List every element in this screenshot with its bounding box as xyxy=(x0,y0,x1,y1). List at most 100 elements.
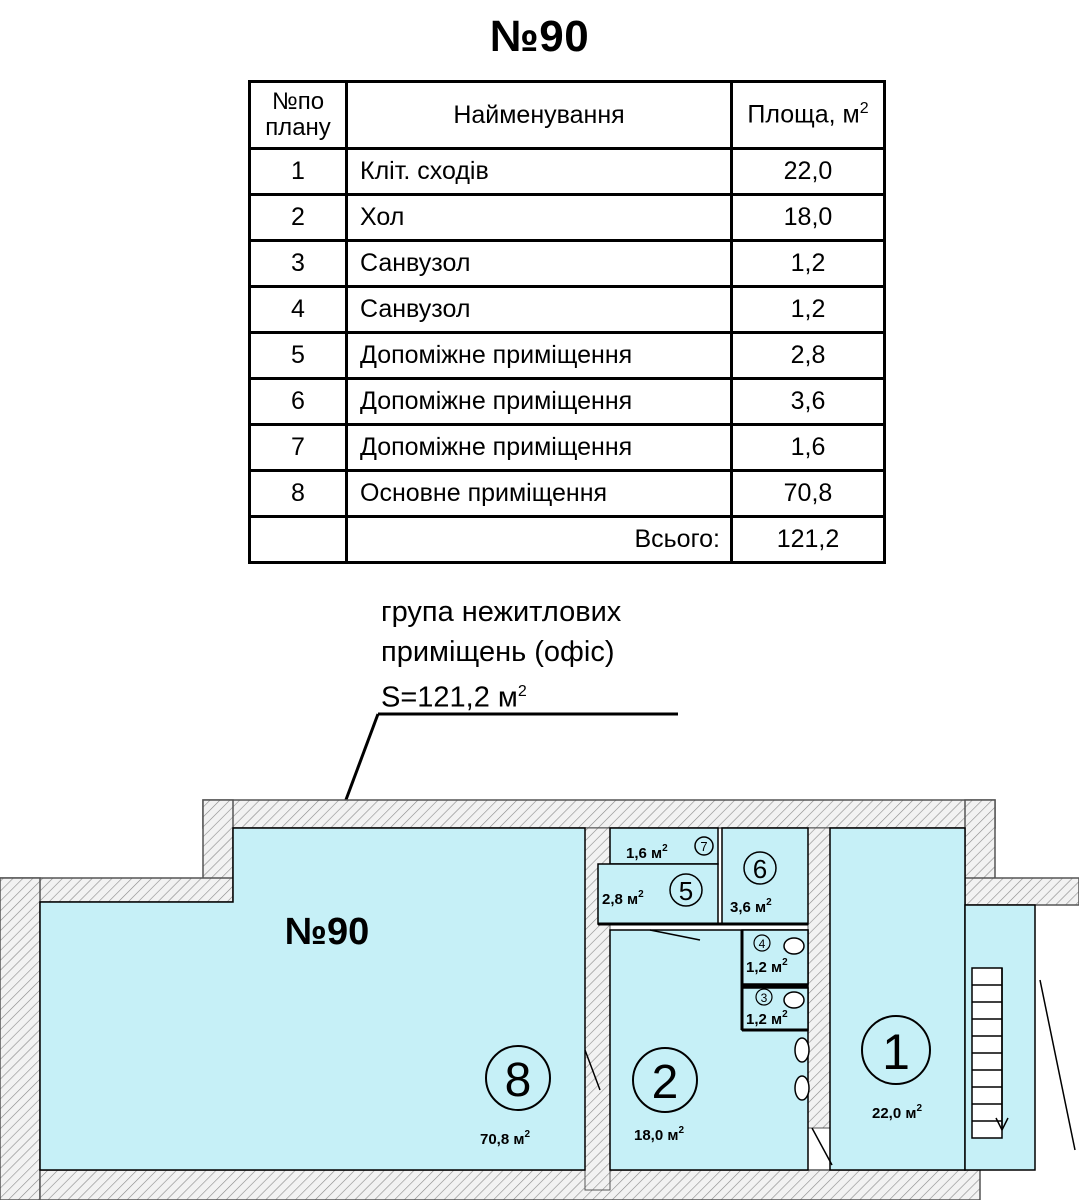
row-name: Допоміжне приміщення xyxy=(345,331,733,380)
room-2-area-text: 18,0 м2 xyxy=(634,1125,684,1144)
row-name: Допоміжне приміщення xyxy=(345,377,733,426)
room-5-label: 2,8 м2 5 xyxy=(602,873,703,908)
room-8-area-sup: 2 xyxy=(524,1129,530,1140)
total-value: 121,2 xyxy=(730,515,886,564)
row-no: 4 xyxy=(248,285,348,334)
row-no: 2 xyxy=(248,193,348,242)
row-area: 70,8 xyxy=(730,469,886,518)
room-4-area-sup: 2 xyxy=(782,957,788,968)
row-area: 1,6 xyxy=(730,423,886,472)
room-1-number: 1 xyxy=(882,1024,910,1080)
room-8-area: 70,8 м xyxy=(480,1131,524,1148)
room-3-label: 3 1,2 м2 xyxy=(746,988,788,1028)
room-7-fill xyxy=(609,827,719,865)
row-area: 1,2 xyxy=(730,285,886,334)
row-name: Кліт. сходів xyxy=(345,147,733,196)
sink-icon xyxy=(794,1075,810,1101)
room-4-area: 1,2 м xyxy=(746,959,782,976)
plan-title: №90 xyxy=(489,12,590,61)
row-name: Санвузол xyxy=(345,239,733,288)
header-no-line2: плану xyxy=(265,114,331,141)
plan-unit-label: №90 xyxy=(285,911,370,953)
row-no: 3 xyxy=(248,239,348,288)
room-4-number: 4 xyxy=(759,937,766,951)
caption-line1: група нежитлових xyxy=(381,596,622,628)
room-7-number: 7 xyxy=(700,839,707,854)
row-area: 22,0 xyxy=(730,147,886,196)
header-no: №по плану xyxy=(248,80,348,150)
room-8-area-text: 70,8 м2 xyxy=(480,1129,530,1148)
room-6-label: 6 3,6 м2 xyxy=(730,851,777,916)
room-6-fill xyxy=(721,827,809,925)
room-5-number: 5 xyxy=(679,876,693,906)
room-2-label: 2 18,0 м2 xyxy=(632,1047,698,1144)
room-1-area-text: 22,0 м2 xyxy=(872,1103,922,1122)
room-1-label: 1 22,0 м2 xyxy=(861,1015,931,1122)
row-no: 8 xyxy=(248,469,348,518)
unit-caption: група нежитлових приміщень (офіс) S=121,… xyxy=(381,592,621,718)
room-7-area-sup: 2 xyxy=(662,843,668,854)
stairs-icon xyxy=(971,967,1076,1151)
caption-line3-text: S=121,2 м xyxy=(381,681,518,714)
room-2-area: 18,0 м xyxy=(634,1127,678,1144)
header-area-label: Площа, м xyxy=(747,100,860,129)
room-6-area: 3,6 м xyxy=(730,899,766,916)
room-1-area-sup: 2 xyxy=(916,1103,922,1114)
room-5-fill xyxy=(597,863,719,925)
row-no: 5 xyxy=(248,331,348,380)
sink-icon xyxy=(794,1037,810,1063)
total-empty-cell xyxy=(248,515,348,564)
room-2-number: 2 xyxy=(652,1056,679,1109)
fixtures xyxy=(584,922,1076,1166)
toilet-icon xyxy=(783,937,805,955)
row-area: 18,0 xyxy=(730,193,886,242)
header-area-sup: 2 xyxy=(859,100,869,118)
row-no: 1 xyxy=(248,147,348,196)
header-name: Найменування xyxy=(345,80,733,150)
room-1-fill xyxy=(829,827,966,1171)
room-6-area-text: 3,6 м2 xyxy=(730,897,772,916)
room-4-label: 4 1,2 м2 xyxy=(746,934,788,976)
room-8-number: 8 xyxy=(505,1054,532,1107)
caption-line2: приміщень (офіс) xyxy=(381,636,615,668)
caption-line3: S=121,2 м2 xyxy=(381,672,621,718)
toilet-icon xyxy=(783,991,805,1009)
room-6-area-sup: 2 xyxy=(766,897,772,908)
room-3-area-sup: 2 xyxy=(782,1009,788,1020)
row-area: 2,8 xyxy=(730,331,886,380)
table-total-row: Всього:121,2 xyxy=(248,515,886,564)
total-label: Всього: xyxy=(345,515,733,564)
door-swing xyxy=(811,1127,833,1166)
room-3-area-text: 1,2 м2 xyxy=(746,1009,788,1028)
row-no: 7 xyxy=(248,423,348,472)
exterior-walls xyxy=(0,799,1079,1200)
row-name: Допоміжне приміщення xyxy=(345,423,733,472)
room-1-area: 22,0 м xyxy=(872,1105,916,1122)
header-no-line1: №по xyxy=(271,88,325,115)
row-area: 1,2 xyxy=(730,239,886,288)
room-5-area-text: 2,8 м2 xyxy=(602,889,644,908)
room-8-fill xyxy=(39,827,586,1171)
room-7-area: 1,6 м xyxy=(626,845,662,862)
header-area: Площа, м2 xyxy=(730,80,886,150)
room-3-number: 3 xyxy=(761,991,768,1005)
door-swing xyxy=(649,929,701,941)
door-swing xyxy=(584,1049,601,1091)
room-6-number: 6 xyxy=(753,854,767,884)
row-name: Санвузол xyxy=(345,285,733,334)
room-2-area-sup: 2 xyxy=(678,1125,684,1136)
room-7-area-text: 1,6 м2 xyxy=(626,843,668,862)
row-area: 3,6 xyxy=(730,377,886,426)
table-header-row: №по плану Найменування Площа, м2 xyxy=(248,80,886,150)
room-7-label: 1,6 м2 7 xyxy=(626,836,714,862)
row-no: 6 xyxy=(248,377,348,426)
